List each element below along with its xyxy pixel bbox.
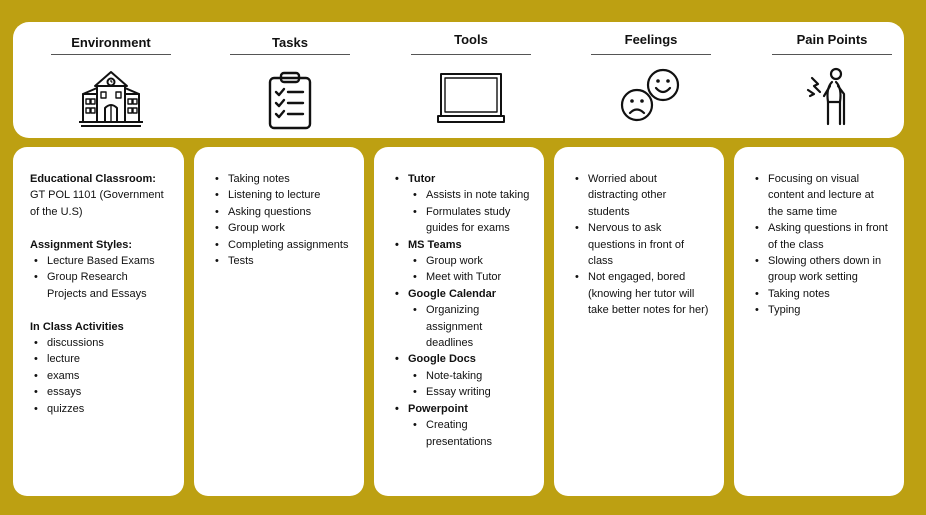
list-item: Formulates study guides for exams (408, 204, 530, 237)
tool-group-ms-teams: MS Teams Group work Meet with Tutor (391, 237, 530, 287)
list-item: Organizing assignment deadlines (408, 302, 530, 351)
feelings-title: Feelings (624, 32, 678, 47)
environment-card: Educational Classroom: GT POL 1101 (Gove… (13, 147, 184, 496)
list-item: Creating presentations (408, 417, 530, 450)
laptop-icon (437, 70, 505, 130)
tool-name: Tutor (408, 173, 436, 185)
feelings-underline (591, 54, 711, 55)
tasks-list: Taking notes Listening to lecture Asking… (211, 171, 350, 270)
list-item: Meet with Tutor (408, 269, 530, 286)
tools-list: Tutor Assists in note taking Formulates … (391, 171, 530, 450)
header-feelings: Feelings (591, 22, 711, 138)
school-building-icon (77, 70, 145, 130)
tool-name: MS Teams (408, 238, 462, 251)
tasks-card: Taking notes Listening to lecture Asking… (194, 147, 364, 496)
tool-sub-list: Creating presentations (408, 417, 530, 450)
happy-sad-faces-icon (617, 66, 685, 126)
tools-card: Tutor Assists in note taking Formulates … (374, 147, 544, 496)
tool-group-tutor: Tutor Assists in note taking Formulates … (391, 171, 530, 237)
tools-title: Tools (454, 32, 488, 47)
in-class-activities-label: In Class Activities (30, 320, 124, 333)
list-item: Worried about distracting other students (571, 171, 710, 220)
list-item: Tests (211, 253, 350, 270)
tool-group-google-docs: Google Docs Note-taking Essay writing (391, 351, 530, 401)
pain-points-title: Pain Points (796, 32, 868, 47)
header-environment: Environment (51, 22, 171, 138)
feelings-card: Worried about distracting other students… (554, 147, 724, 496)
pain-points-list: Focusing on visual content and lecture a… (751, 171, 890, 319)
classroom-label: Educational Classroom: (30, 173, 156, 185)
tasks-underline (230, 54, 350, 55)
tool-sub-list: Assists in note taking Formulates study … (408, 187, 530, 236)
tool-sub-list: Group work Meet with Tutor (408, 253, 530, 286)
list-item: Asking questions in front of the class (751, 220, 890, 253)
list-item: Not engaged, bored (knowing her tutor wi… (571, 269, 710, 318)
list-item: lecture (30, 351, 170, 368)
tool-group-powerpoint: Powerpoint Creating presentations (391, 401, 530, 450)
list-item: essays (30, 384, 170, 401)
feelings-list: Worried about distracting other students… (571, 171, 710, 319)
tools-underline (411, 54, 531, 55)
header-panel: Environment (13, 22, 904, 138)
pain-points-card: Focusing on visual content and lecture a… (734, 147, 904, 496)
list-item: Typing (751, 302, 890, 319)
header-pain-points: Pain Points (772, 22, 892, 138)
list-item: quizzes (30, 401, 170, 418)
list-item: Note-taking (408, 368, 530, 385)
list-item: Assists in note taking (408, 187, 530, 204)
environment-title: Environment (71, 35, 151, 50)
list-item: Listening to lecture (211, 187, 350, 204)
list-item: Focusing on visual content and lecture a… (751, 171, 890, 220)
list-item: Taking notes (751, 286, 890, 303)
list-item: discussions (30, 335, 170, 352)
clipboard-checklist-icon (256, 70, 324, 130)
tool-name: Google Docs (408, 353, 476, 366)
tool-sub-list: Organizing assignment deadlines (408, 302, 530, 351)
list-item: Group Research Projects and Essays (30, 269, 170, 302)
list-item: Group work (408, 253, 530, 270)
list-item: exams (30, 368, 170, 385)
tool-name: Powerpoint (408, 402, 468, 415)
in-class-activities-list: discussions lecture exams essays quizzes (30, 335, 170, 417)
list-item: Lecture Based Exams (30, 253, 170, 270)
header-tasks: Tasks (230, 22, 350, 138)
list-item: Asking questions (211, 204, 350, 221)
tool-group-google-calendar: Google Calendar Organizing assignment de… (391, 286, 530, 352)
assignment-styles-label: Assignment Styles: (30, 238, 133, 251)
assignment-styles-list: Lecture Based Exams Group Research Proje… (30, 253, 170, 302)
list-item: Group work (211, 220, 350, 237)
tasks-title: Tasks (272, 35, 308, 50)
list-item: Taking notes (211, 171, 350, 188)
pain-points-underline (772, 54, 892, 55)
classroom-value: GT POL 1101 (Government of the U.S) (30, 189, 164, 218)
list-item: Essay writing (408, 384, 530, 401)
tool-sub-list: Note-taking Essay writing (408, 368, 530, 401)
header-tools: Tools (411, 22, 531, 138)
person-with-cane-pain-icon (798, 66, 866, 126)
list-item: Slowing others down in group work settin… (751, 253, 890, 286)
tool-name: Google Calendar (408, 287, 497, 300)
environment-underline (51, 54, 171, 55)
list-item: Nervous to ask questions in front of cla… (571, 220, 710, 269)
list-item: Completing assignments (211, 237, 350, 254)
